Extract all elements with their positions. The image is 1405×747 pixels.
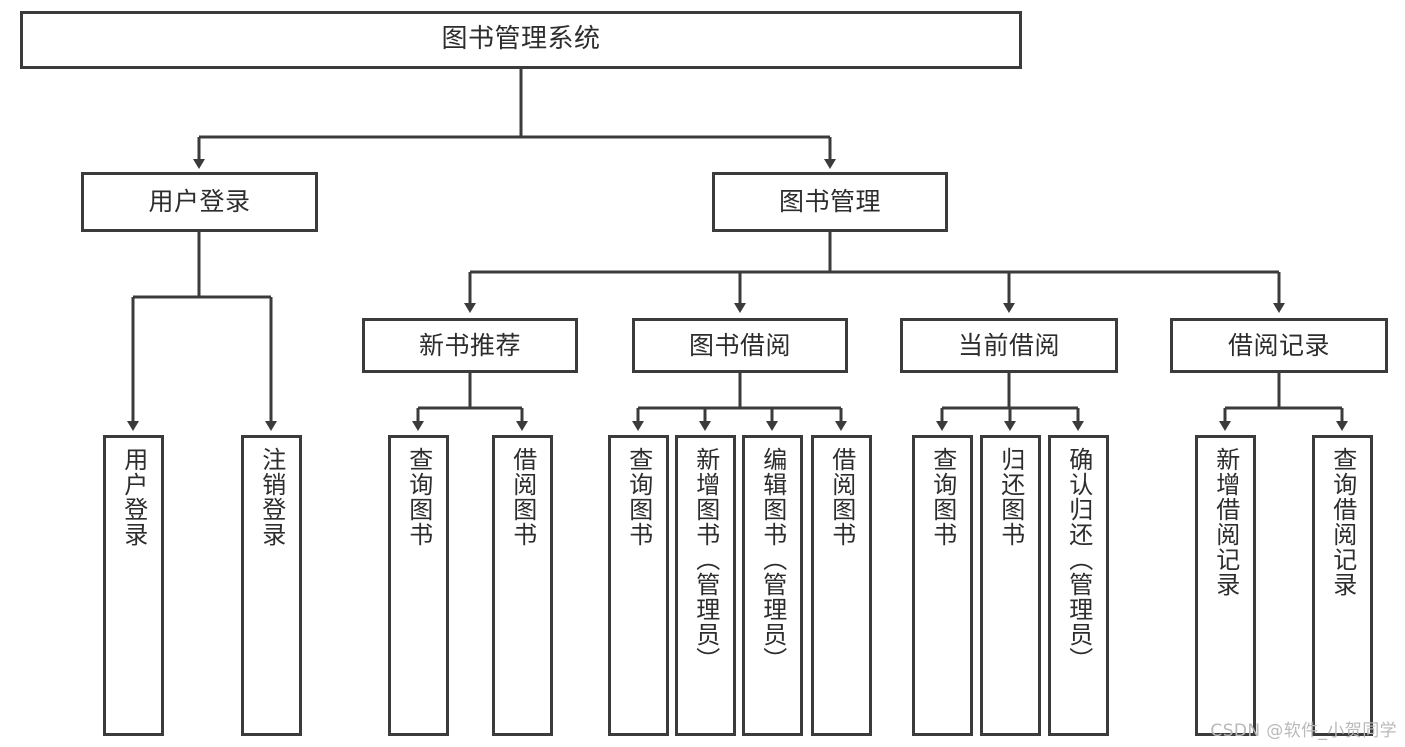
node-label: 归还图书 — [996, 447, 1025, 547]
leaf-current-borrow-confirm-return[interactable]: 确认归还（管理员） — [1048, 435, 1109, 736]
leaf-user-login-login[interactable]: 用户登录 — [103, 435, 164, 736]
node-label: 当前借阅 — [957, 330, 1060, 360]
leaf-borrow-record-add[interactable]: 新增借阅记录 — [1195, 435, 1256, 736]
node-label: 注销登录 — [257, 447, 286, 547]
node-book-borrow[interactable]: 图书借阅 — [632, 318, 848, 373]
node-label: 用户登录 — [119, 447, 148, 547]
node-label: 查询图书 — [624, 447, 653, 547]
node-current-borrow[interactable]: 当前借阅 — [900, 318, 1118, 373]
leaf-current-borrow-return[interactable]: 归还图书 — [980, 435, 1041, 736]
node-label: 图书借阅 — [688, 330, 791, 360]
leaf-borrow-record-query[interactable]: 查询借阅记录 — [1312, 435, 1373, 736]
node-label: 查询图书 — [404, 447, 433, 547]
node-new-book-recommend[interactable]: 新书推荐 — [362, 318, 578, 373]
node-label: 新增图书（管理员） — [691, 447, 720, 672]
node-borrow-record[interactable]: 借阅记录 — [1170, 318, 1388, 373]
node-label: 借阅图书 — [508, 447, 537, 547]
leaf-book-borrow-query[interactable]: 查询图书 — [608, 435, 669, 736]
leaf-current-borrow-query[interactable]: 查询图书 — [912, 435, 973, 736]
watermark: CSDN @软件_小贺同学 — [1210, 721, 1397, 741]
node-label: 新增借阅记录 — [1211, 447, 1240, 597]
node-label: 图书管理系统 — [441, 24, 601, 55]
node-book-management[interactable]: 图书管理 — [712, 172, 948, 232]
node-label: 确认归还（管理员） — [1064, 447, 1093, 672]
node-root[interactable]: 图书管理系统 — [20, 11, 1022, 69]
node-label: 编辑图书（管理员） — [758, 447, 787, 672]
leaf-book-borrow-add[interactable]: 新增图书（管理员） — [675, 435, 736, 736]
node-label: 用户登录 — [148, 187, 251, 216]
leaf-book-borrow-borrow[interactable]: 借阅图书 — [811, 435, 872, 736]
node-label: 查询借阅记录 — [1328, 447, 1357, 597]
leaf-new-book-query[interactable]: 查询图书 — [388, 435, 449, 736]
leaf-book-borrow-edit[interactable]: 编辑图书（管理员） — [742, 435, 803, 736]
node-label: 查询图书 — [928, 447, 957, 547]
node-label: 新书推荐 — [418, 330, 521, 360]
node-user-login[interactable]: 用户登录 — [81, 172, 318, 232]
node-label: 图书管理 — [778, 187, 881, 216]
node-label: 借阅记录 — [1227, 330, 1330, 360]
leaf-new-book-borrow[interactable]: 借阅图书 — [492, 435, 553, 736]
leaf-user-login-logout[interactable]: 注销登录 — [241, 435, 302, 736]
node-label: 借阅图书 — [827, 447, 856, 547]
